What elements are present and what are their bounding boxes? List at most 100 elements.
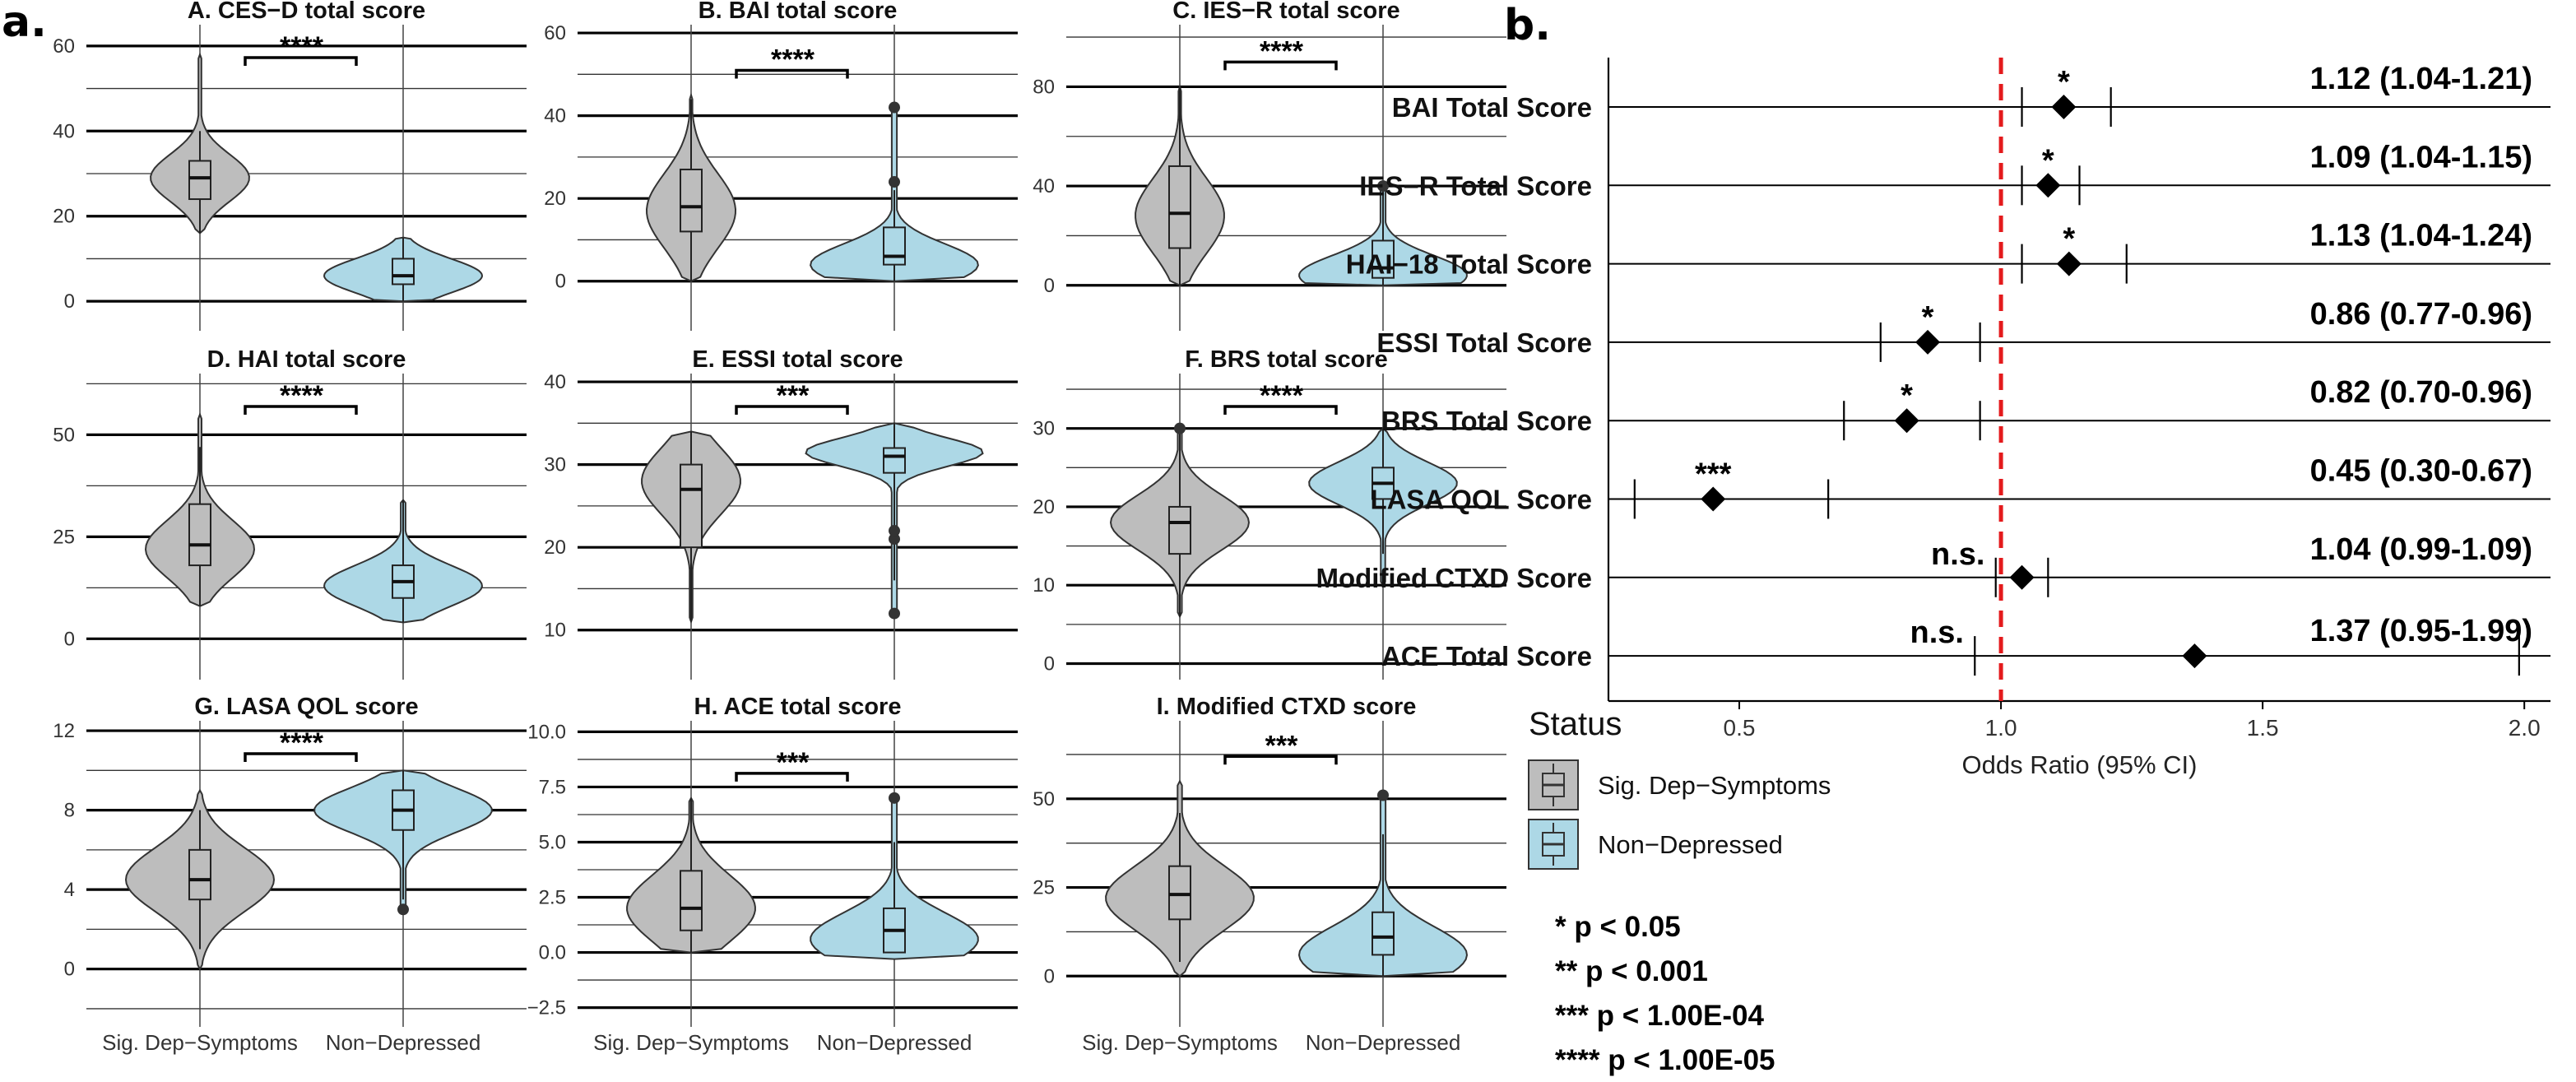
y-tick-label: 0 [64,628,75,650]
box-iqr [188,160,211,201]
forest-significance: n.s. [1910,615,1964,650]
y-tick-label: 4 [64,879,75,901]
x-category-label: Sig. Dep−Symptoms [593,1030,789,1055]
y-tick-label: 25 [53,526,75,548]
panel-letter-a: a. [2,0,47,47]
significance-bracket [1223,755,1338,765]
significance-bracket [244,405,358,415]
forest-row-label: ACE Total Score [1381,641,1592,671]
box-iqr [680,168,703,233]
odds-ratio-diamond [1701,486,1726,512]
y-tick-label: 10 [1033,574,1055,597]
significance-label: **** [1260,380,1304,411]
pvalue-key: * p < 0.05** p < 0.001*** p < 1.00E-04**… [1555,911,1775,1076]
forest-row-label: LASA QOL Score [1370,485,1592,515]
x-category-label: Non−Depressed [1306,1030,1461,1055]
y-tick-label: 40 [53,120,75,142]
forest-row-label: IES−R Total Score [1359,170,1592,201]
x-category-label: Sig. Dep−Symptoms [102,1030,298,1055]
violin-group-2 [805,422,984,620]
forest-row-4: ESSI Total Score*0.86 (0.77-0.96) [1376,297,2550,362]
y-tick-label: 10.0 [527,721,566,743]
y-tick-label: 40 [1033,175,1055,197]
y-tick-label: 0 [1044,652,1055,675]
panel-letter-b: b. [1504,1,1551,50]
violin-group-2 [1298,180,1468,286]
violin-group-2 [323,236,483,303]
significance-label: *** [777,380,810,411]
box-iqr [1168,865,1191,921]
violin-group-2 [810,101,979,282]
y-tick-label: 0 [64,290,75,313]
panel-title: B. BAI total score [699,0,898,24]
forest-row-2: IES−R Total Score*1.09 (1.04-1.15) [1359,140,2550,206]
forest-row-5: BRS Total Score * 0.82 (0.70-0.96) [1381,375,2550,441]
y-tick-label: 60 [544,22,566,44]
forest-x-tick-label: 0.5 [1724,715,1756,741]
y-tick-label: 12 [53,720,75,742]
significance-bracket [244,56,358,66]
odds-ratio-text: 1.12 (1.04-1.21) [2310,62,2532,96]
odds-ratio-text: 0.45 (0.30-0.67) [2310,454,2532,489]
violin-group-1 [641,430,741,625]
panel-title: F. BRS total score [1185,346,1388,373]
odds-ratio-text: 0.82 (0.70-0.96) [2310,375,2532,410]
violin-group-1 [1109,422,1251,619]
violin-group-1 [626,796,756,954]
significance-label: *** [1265,730,1298,761]
odds-ratio-diamond [2009,564,2035,590]
y-tick-label: 0 [555,271,566,293]
odds-ratio-diamond [1915,329,1941,355]
significance-bracket [735,772,849,782]
y-tick-label: 50 [1033,788,1055,810]
forest-row-label: ESSI Total Score [1376,327,1592,358]
forest-x-tick-label: 2.0 [2509,715,2541,741]
forest-row-label: BAI Total Score [1392,92,1592,123]
box-iqr [883,226,906,266]
panel-title: D. HAI total score [207,346,406,373]
outlier-point [889,607,900,620]
outlier-point [889,533,900,546]
violin-panel-8: H. ACE total score−2.50.02.55.07.510.0**… [527,694,1018,1055]
box-iqr [680,463,703,549]
odds-ratio-diamond [2051,95,2077,119]
y-tick-label: 8 [64,800,75,822]
y-tick-label: 20 [1033,496,1055,518]
significance-label: **** [280,380,324,411]
y-tick-label: −2.5 [527,997,566,1019]
odds-ratio-diamond [2182,643,2207,669]
y-tick-label: 30 [1033,418,1055,440]
forest-significance: * [1901,378,1913,413]
outlier-point [889,525,900,537]
box-iqr [188,848,211,901]
y-tick-label: 20 [544,536,566,559]
significance-label: **** [280,31,324,63]
significance-bracket [244,752,358,762]
violin-group-1 [1135,83,1225,286]
forest-x-tick-label: 1.5 [2247,715,2279,741]
violin-group-1 [150,52,250,235]
significance-label: **** [280,727,324,759]
box-iqr [392,258,415,286]
significance-bracket [1223,405,1338,415]
panel-title: I. Modified CTXD score [1157,694,1417,720]
legend-item-1: Sig. Dep−Symptoms [1528,759,1831,810]
x-category-label: Non−Depressed [817,1030,972,1055]
forest-row-label: BRS Total Score [1381,406,1592,436]
forest-significance: * [2063,222,2075,257]
y-tick-label: 10 [544,620,566,642]
legend-item-label: Non−Depressed [1598,830,1783,859]
y-tick-label: 0 [1044,275,1055,297]
significance-bracket [1223,60,1338,71]
violin-group-1 [124,788,276,971]
odds-ratio-text: 1.13 (1.04-1.24) [2310,219,2532,253]
outlier-point [889,101,900,114]
pvalue-key-line: ** p < 0.001 [1555,955,1708,987]
